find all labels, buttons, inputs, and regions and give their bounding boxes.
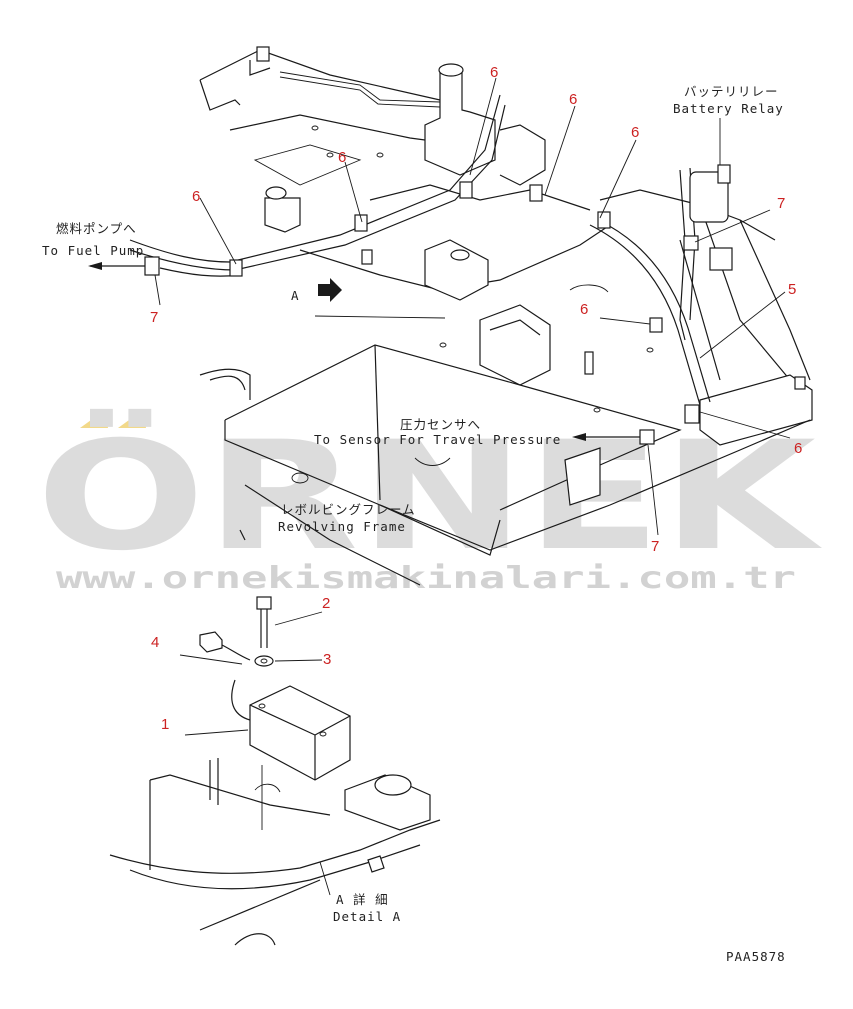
view-arrow-icon [318,278,342,302]
callout-2: 2 [322,595,330,612]
battery-relay-label-en: Battery Relay [673,101,784,116]
fuel-pump-label-jp: 燃料ポンプへ [56,221,137,236]
revolving-frame-label-jp: レボルビングフレーム [281,502,416,517]
fuel-pump-label-en: To Fuel Pump [42,243,144,258]
callout-3: 3 [323,651,331,668]
watermark-brand: ÖRNEK [36,408,822,584]
callout-5: 5 [788,281,796,298]
callout-6: 6 [569,91,577,108]
view-a-label: A [291,288,300,303]
leader-lines [154,77,791,536]
callout-6: 6 [338,149,346,166]
callout-6: 6 [192,188,200,205]
callout-7: 7 [651,538,659,555]
sensor-label-en: To Sensor For Travel Pressure [314,432,561,447]
callout-7: 7 [150,309,158,326]
sensor-label-jp: 圧力センサへ [400,417,481,432]
detail-leader-lines [179,611,331,896]
callout-6: 6 [490,64,498,81]
callout-6: 6 [794,440,802,457]
battery-relay-label-jp: バッテリリレー [684,84,779,99]
watermark-accent-right [118,410,146,428]
callout-6: 6 [631,124,639,141]
callout-6: 6 [580,301,588,318]
revolving-frame-label-en: Revolving Frame [278,519,406,534]
watermark-url: www.ornekismakinalari.com.tr [56,561,796,596]
detail-a-drawing [109,596,441,946]
callout-4: 4 [151,634,159,651]
detail-a-label-jp: A 詳 細 [336,892,389,907]
revolving-frame-drawing [88,46,813,586]
watermark: ÖRNEK www.ornekismakinalari.com.tr [36,408,822,596]
drawing-code: PAA5878 [726,949,786,964]
watermark-accent-left [80,410,108,428]
detail-a-label-en: Detail A [333,909,401,924]
callout-7: 7 [777,195,785,212]
callout-1: 1 [161,716,169,733]
